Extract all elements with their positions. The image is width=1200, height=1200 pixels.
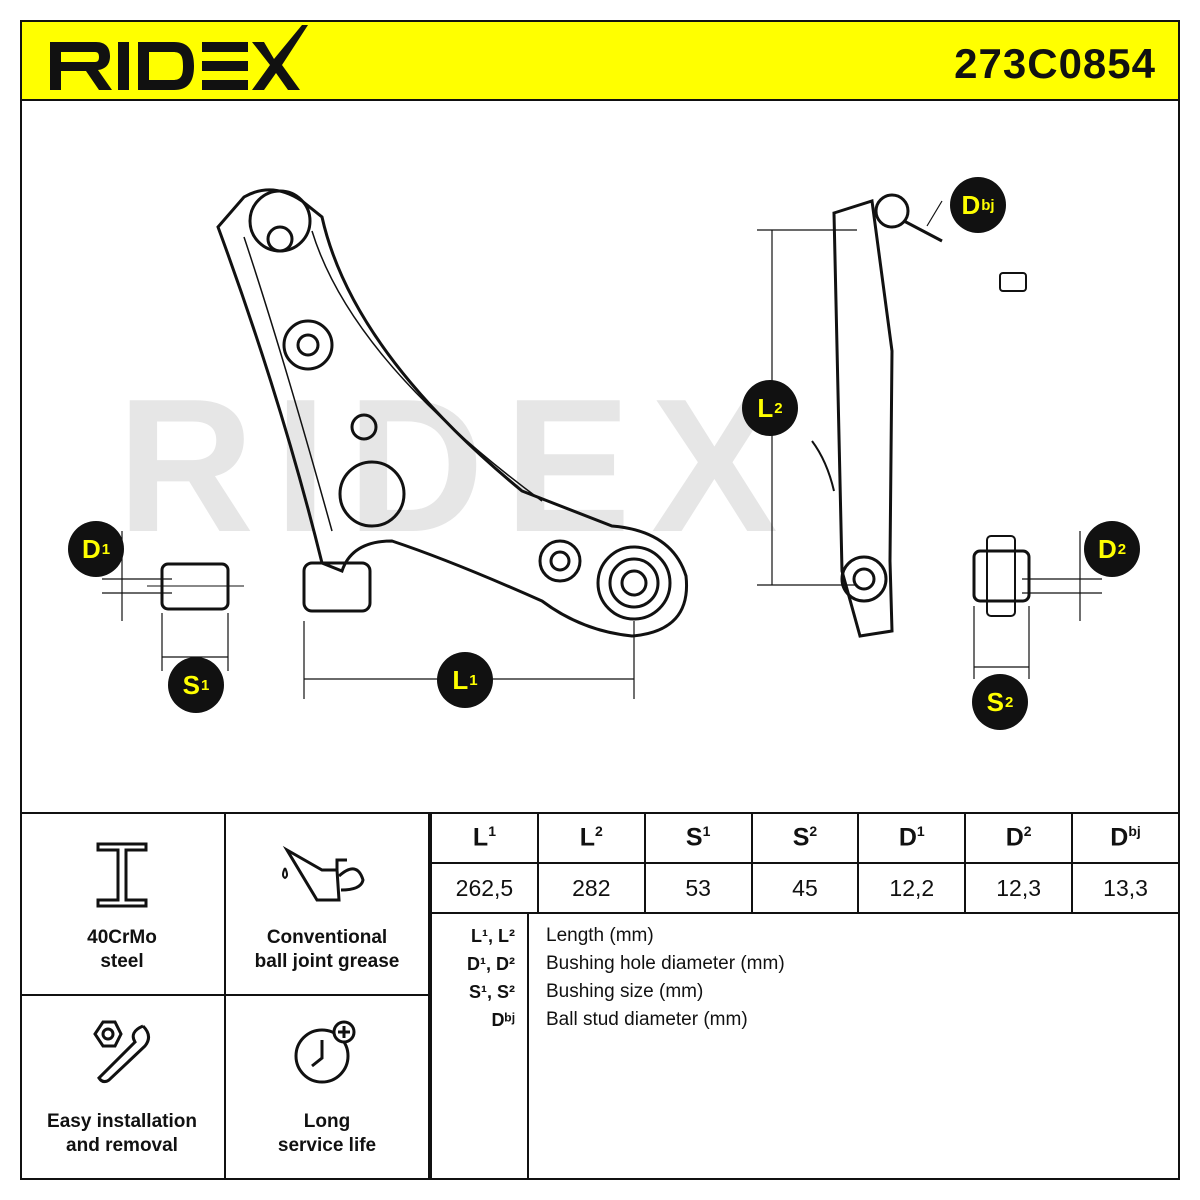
spec-value-row: 262,5 282 53 45 12,2 12,3 13,3	[430, 862, 1180, 914]
legend-key: D¹, D²	[467, 954, 515, 974]
legend-descriptions: Length (mm) Bushing hole diameter (mm) B…	[546, 922, 785, 1034]
feature-installation: Easy installation and removal	[20, 996, 226, 1180]
header-sup: bj	[1128, 823, 1141, 840]
label-text: D	[81, 533, 101, 564]
label-text: L	[757, 392, 774, 423]
feature-line1: Long	[303, 1111, 351, 1132]
header-main: S	[792, 823, 810, 852]
legend-desc: Length (mm)	[546, 925, 654, 946]
spec-header: S2	[750, 812, 860, 864]
header-main: L	[472, 823, 489, 852]
legend-key: Dᵇʲ	[491, 1010, 515, 1030]
feature-line2: ball joint grease	[254, 951, 400, 972]
header-bar: 273C0854	[20, 20, 1180, 101]
technical-drawing: RIDEX	[22, 101, 1178, 812]
label-text: D	[961, 189, 981, 220]
feature-line2: service life	[277, 1135, 377, 1156]
spec-header: D2	[964, 812, 1074, 864]
spec-value: 53	[643, 862, 753, 914]
label-sup: 2	[1005, 693, 1014, 711]
clock-plus-icon	[294, 1020, 356, 1084]
feature-material: 40CrMo steel	[20, 812, 226, 996]
spec-header: Dbj	[1071, 812, 1180, 864]
feature-line2: and removal	[66, 1135, 178, 1156]
feature-service-life: Long service life	[226, 996, 430, 1180]
header-sup: 1	[702, 823, 711, 840]
legend-keys: L¹, L² D¹, D² S¹, S² Dᵇʲ	[432, 912, 529, 1180]
legend-desc: Ball stud diameter (mm)	[546, 1009, 748, 1030]
legend-desc: Bushing size (mm)	[546, 981, 704, 1002]
feature-line1: Easy installation	[47, 1111, 197, 1132]
spec-value: 45	[750, 862, 860, 914]
spec-header-row: L1 L2 S1 S2 D1 D2 Dbj	[430, 812, 1180, 864]
header-sup: 2	[809, 823, 818, 840]
header-sup: 2	[1023, 823, 1032, 840]
legend-key: L¹, L²	[471, 926, 515, 946]
spec-header: L2	[536, 812, 646, 864]
header-main: D	[1005, 823, 1024, 852]
legend-desc: Bushing hole diameter (mm)	[546, 953, 785, 974]
header-sup: 1	[916, 823, 925, 840]
spec-value: 12,2	[857, 862, 967, 914]
spec-legend: L¹, L² D¹, D² S¹, S² Dᵇʲ Length (mm) Bus…	[430, 912, 1180, 1180]
label-text: S	[182, 669, 200, 700]
wrench-nut-icon	[93, 1020, 150, 1084]
header-sup: 1	[488, 823, 496, 840]
spec-header: L1	[430, 812, 539, 864]
spec-value: 282	[536, 862, 646, 914]
label-sup: 1	[201, 676, 210, 694]
spec-header: S1	[643, 812, 753, 864]
spec-value: 13,3	[1071, 862, 1180, 914]
label-sup: 2	[774, 399, 783, 417]
ridex-logo	[50, 25, 308, 90]
header-sup: 2	[595, 823, 603, 840]
i-beam-icon	[96, 842, 148, 908]
spec-table: L1 L2 S1 S2 D1 D2 Dbj 262,5 282 53 45 12…	[430, 812, 1180, 914]
label-text: L	[452, 664, 469, 695]
label-text: S	[986, 686, 1004, 717]
header-main: S	[685, 823, 703, 852]
control-arm-drawing: RIDEX	[102, 188, 1102, 699]
feature-grease: Conventional ball joint grease	[226, 812, 430, 996]
spec-value: 12,3	[964, 862, 1074, 914]
spec-header: D1	[857, 812, 967, 864]
oil-can-icon	[282, 845, 365, 902]
part-number: 273C0854	[954, 40, 1156, 87]
label-sup: 1	[469, 671, 478, 689]
label-text: D	[1097, 533, 1117, 564]
spec-value: 262,5	[430, 862, 539, 914]
feature-line2: steel	[100, 951, 144, 972]
legend-key: S¹, S²	[468, 982, 515, 1002]
label-sup: 2	[1117, 540, 1127, 558]
header-main: D	[1110, 823, 1129, 852]
header-main: L	[579, 823, 596, 852]
feature-line1: Conventional	[266, 927, 388, 948]
feature-line1: 40CrMo	[87, 927, 157, 948]
header-main: D	[898, 823, 917, 852]
watermark: RIDEX	[117, 360, 798, 572]
label-sup: bj	[981, 196, 995, 214]
label-sup: 1	[101, 540, 111, 558]
